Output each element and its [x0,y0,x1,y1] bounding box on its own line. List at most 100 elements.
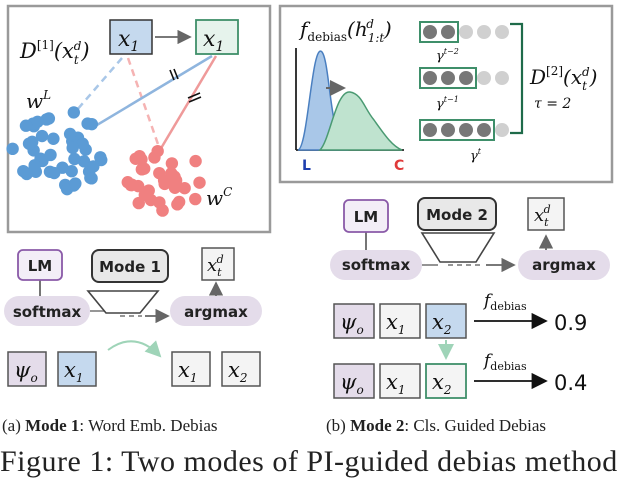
red-word-dot [148,151,161,164]
blue-word-dot [6,142,19,156]
token-dot [441,123,455,137]
x1-input-box-a [57,351,97,387]
red-word-dot [193,176,206,189]
blue-word-dot [22,137,36,150]
gamma-t-2-label: γt−2 [436,47,459,64]
x1-box-b2 [379,363,421,399]
parallel-tick-marks [169,68,202,103]
softmax-pill-b [330,250,422,280]
blue-word-dot [87,160,100,173]
lm-label-b: LM [354,208,379,226]
x2-output-label-a: x2 [228,358,247,385]
token-dot [459,25,473,39]
red-word-dot [125,178,139,191]
mode1-box [91,249,169,283]
x1-source-label: x1 [118,27,139,55]
x1-debiased-box: x1 [195,19,239,55]
output-label-b: xtd [534,203,551,229]
token-dot [477,25,491,39]
x1-label-b1: x1 [386,310,405,337]
token-window-box [419,67,477,89]
blue-word-dot [81,117,94,130]
token-dot [423,123,437,137]
mode2-funnel [420,232,496,263]
output-box-b [527,197,565,231]
blue-word-dot [19,119,33,132]
red-word-dot [144,193,158,207]
caption-a: (a) Mode 1: Word Emb. Debias [2,416,218,435]
red-word-dot [156,204,169,217]
psi-label-b2: ψo [340,370,364,397]
lm-label-a: LM [28,257,53,275]
figure-caption: Figure 1: Two modes of PI-guided debias … [0,445,618,478]
red-word-dot [168,170,181,183]
token-dot [423,25,437,39]
softmax-label-b: softmax [342,256,411,274]
d1-formula: D[1](xtd) [19,38,90,67]
argmax-label-a: argmax [184,303,248,321]
x1-input-label-a: x1 [64,358,83,385]
token-dot [495,123,509,137]
lm-box-a [17,249,63,281]
tau-label: τ = 2 [534,96,571,112]
x2-box-b2 [425,363,467,399]
x1-output-label-a: x1 [178,358,197,385]
psi-box-a [7,351,47,387]
x1-box-b1 [379,303,421,339]
dashed-blue-line [69,57,123,119]
blue-word-dot [69,177,82,190]
argmax-pill-b [518,250,610,280]
gamma-t-1-label: γt−1 [436,95,459,112]
red-word-dot [133,149,146,163]
blue-word-cluster [6,106,108,196]
red-word-dot [189,192,202,206]
fdebias-formula: fdebias(h1:td) [298,17,392,45]
score-value-1: 0.9 [554,311,587,335]
score-value-2: 0.4 [554,371,587,395]
psi-box-b2 [333,363,375,399]
x1-debiased-label: x1 [203,27,224,55]
gamma-t-label: γt [470,147,482,164]
x1-source-box: x1 [109,19,153,55]
solid-red-line [158,55,218,151]
output-label-a: xtd [207,253,224,279]
caption-b: (b) Mode 2: Cls. Guided Debias [326,416,547,435]
fdebias-label-1: fdebias [482,291,527,313]
token-window-rows [419,21,509,141]
blue-word-dot [77,155,91,168]
blue-word-dot [63,127,77,141]
argmax-pill-a [170,296,262,326]
psi-label-b1: ψo [340,310,364,337]
token-dot [495,25,509,39]
blue-word-dot [66,141,79,155]
replace-arrow-a [107,340,162,358]
red-word-cluster [121,144,206,217]
softmax-label-a: softmax [13,303,82,321]
red-word-dot [165,157,179,170]
blue-word-dot [48,166,61,180]
token-window-box [419,21,459,43]
softmax-pill-a [4,296,90,326]
mode1-label: Mode 1 [99,258,161,276]
blue-word-dot [31,115,44,128]
red-word-dot [138,162,151,175]
psi-label-a: ψo [14,358,38,385]
red-word-dot [189,154,202,168]
fdebias-label-2: fdebias [482,351,527,373]
token-dot [495,71,509,85]
wC-label: wC [206,185,232,210]
x1-label-b2: x1 [386,370,405,397]
blue-word-dot [85,172,98,185]
blue-word-dot [44,148,57,162]
x2-label-b1: x2 [432,310,451,337]
blue-word-dot [17,164,30,178]
x2-label-b2: x2 [432,370,451,397]
dashed-red-line [126,57,162,151]
token-dot [441,71,455,85]
blue-word-dot [65,165,78,178]
blue-word-dot [35,129,49,143]
distribution-plot [295,48,404,151]
token-dot [459,71,473,85]
output-box-a [201,247,235,281]
